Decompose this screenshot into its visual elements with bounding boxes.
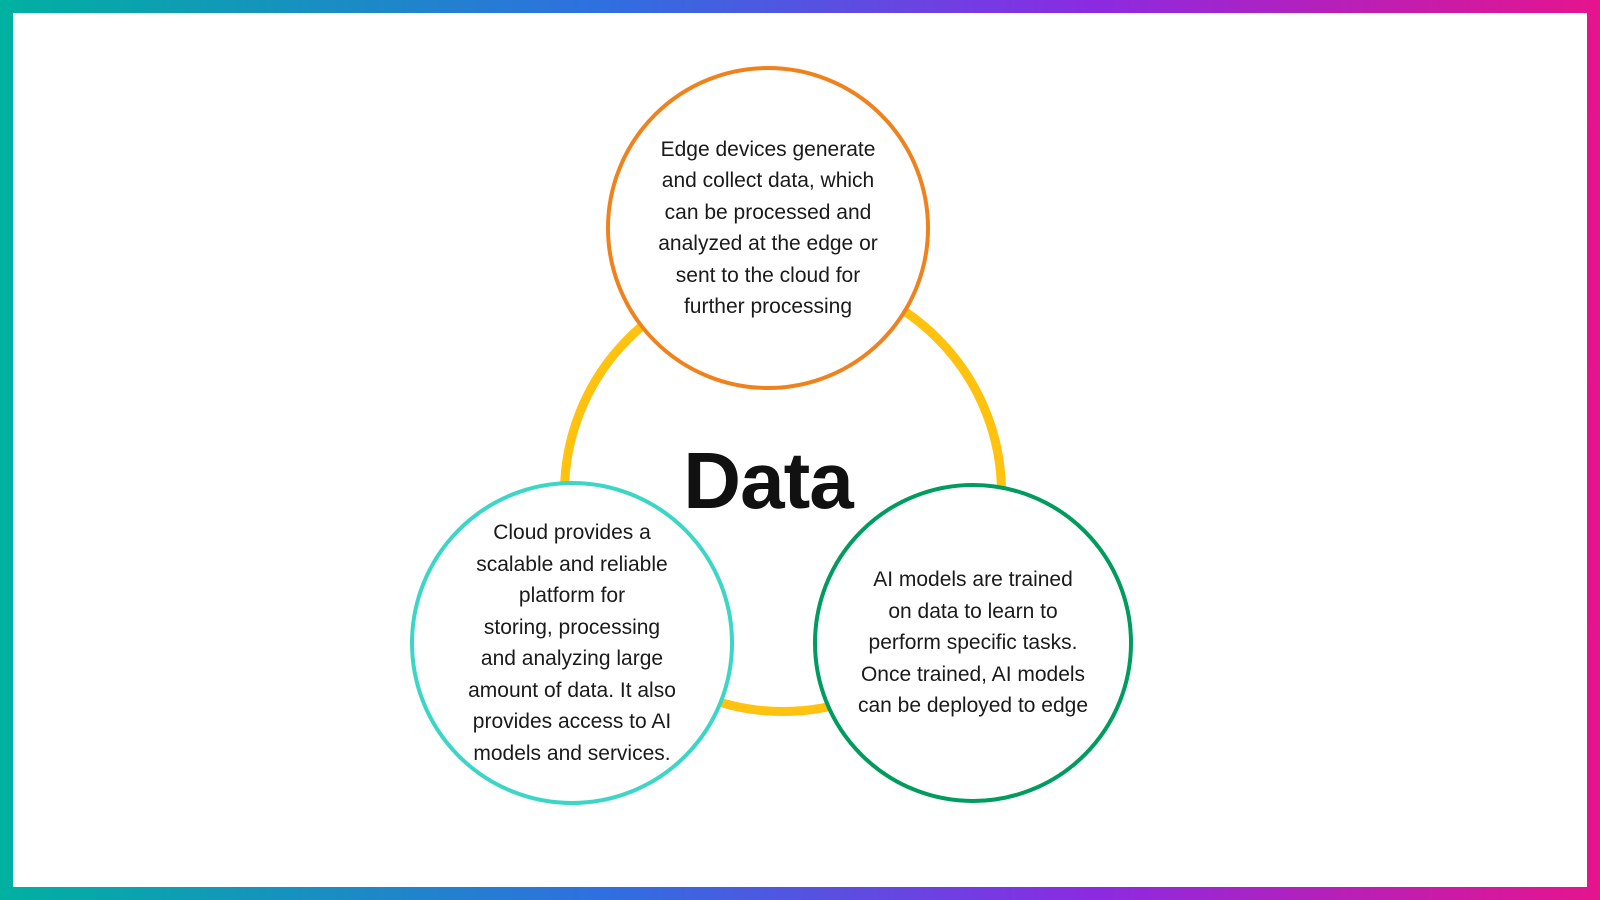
node-cloud-text: Cloud provides a scalable and reliable p… [468,521,676,765]
node-cloud: Cloud provides a scalable and reliable p… [410,481,734,805]
node-edge-devices: Edge devices generate and collect data, … [606,66,930,390]
diagram-center-title: Data [683,436,853,525]
node-edge-devices-text: Edge devices generate and collect data, … [658,137,878,319]
node-ai-models-text: AI models are trained on data to learn t… [857,568,1089,718]
node-ai-models: AI models are trained on data to learn t… [813,483,1133,803]
diagram-canvas: Edge devices generate and collect data, … [13,13,1587,887]
